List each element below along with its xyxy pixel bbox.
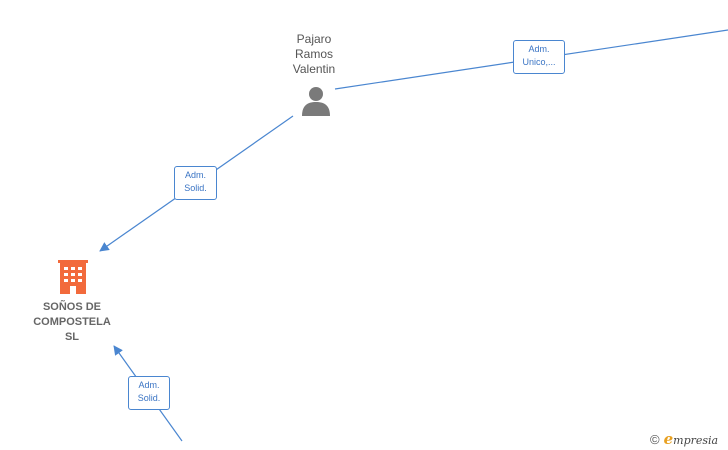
edge-label-line: Solid. — [184, 183, 207, 193]
edge-label-line: Adm. — [138, 380, 160, 390]
company-name-line: SL — [64, 331, 80, 343]
brand-logo-text: mpresia — [673, 434, 719, 447]
company-name-line: SOÑOS DE — [42, 301, 102, 313]
edge-label-line: Unico,... — [522, 57, 556, 67]
empresia-watermark: ©empresia — [650, 430, 718, 448]
brand-logo-initial: e — [663, 430, 674, 448]
person-name-line: Ramos — [294, 47, 333, 61]
copyright-symbol: © — [650, 432, 660, 447]
edge-label-adm-solid[interactable]: Adm. Solid. — [174, 166, 217, 200]
company-name-line: COMPOSTELA — [33, 316, 111, 328]
building-icon[interactable] — [58, 260, 88, 294]
edge-label-line: Adm. — [528, 44, 550, 54]
company-node-label[interactable]: SOÑOS DE COMPOSTELA SL — [22, 300, 122, 345]
person-name-line: Valentin — [292, 62, 336, 76]
edge-label-adm-unico[interactable]: Adm. Unico,... — [513, 40, 565, 74]
edge-label-adm-solid-bottom[interactable]: Adm. Solid. — [128, 376, 170, 410]
edge-label-line: Adm. — [184, 170, 206, 180]
person-name-line: Pajaro — [296, 32, 332, 46]
person-icon[interactable] — [300, 86, 332, 116]
person-node-label[interactable]: Pajaro Ramos Valentin — [276, 32, 352, 77]
edge-label-line: Solid. — [137, 393, 161, 403]
